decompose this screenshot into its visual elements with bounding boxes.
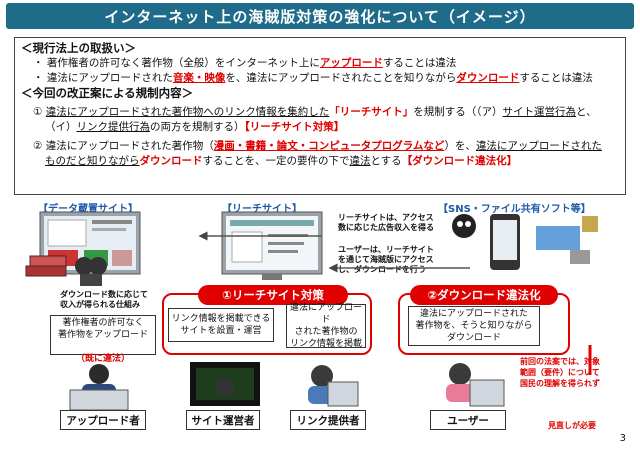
user-person-icon: [446, 363, 505, 407]
reform-item-1-line-2: （イ）リンク提供行為の両方を規制する）【リーチサイト対策】: [45, 121, 345, 133]
current-law-line-1: ・ 著作権者の許可なく著作物（全般）をインターネット上にアップロードすることは違…: [33, 57, 457, 69]
sns-file-sharing-label: 【SNS・ファイル共有ソフト等】: [438, 204, 591, 215]
sns-file-sharing-icons: [452, 214, 598, 270]
role-site-operator: サイト運営者: [186, 410, 260, 430]
law-summary-box: ＜現行法上の取扱い＞ ・ 著作権者の許可なく著作物（全般）をインターネット上にア…: [14, 37, 626, 195]
revision-needed-note: 見直しが必要: [548, 421, 596, 430]
site-operator-person-icon: [190, 362, 260, 406]
page-title: インターネット上の海賊版対策の強化について（イメージ）: [6, 3, 634, 29]
books-icon: [25, 255, 67, 277]
user-access-note: ユーザーは、リーチサイト を通じて海賊版にアクセス し、ダウンロードを行う: [338, 245, 434, 274]
current-law-line-2: ・ 違法にアップロードされた音楽・映像を、違法にアップロードされたことを知りなが…: [33, 72, 593, 84]
site-operator-description-box: リンク情報を掲載できる サイトを設置・運営: [168, 308, 274, 342]
role-link-provider: リンク提供者: [290, 410, 366, 430]
download-illegal-pill: ②ダウンロード違法化: [410, 285, 558, 305]
uploader-description-box: 著作権者の許可なく 著作物をアップロード （既に違法）: [50, 315, 156, 364]
current-law-heading: ＜現行法上の取扱い＞: [21, 41, 136, 55]
film-reel-icon: [75, 257, 107, 286]
reform-item-1-line-1: ① 違法にアップロードされた著作物へのリンク情報を集約した「リーチサイト」を規制…: [33, 106, 597, 118]
previous-bill-note: 前回の法案では、対象 範囲（要件）について 国民の理解を得られず: [520, 357, 600, 388]
role-uploader: アップロード者: [60, 410, 146, 430]
reach-site-measures-pill: ①リーチサイト対策: [198, 285, 348, 305]
reach-site-label: 【リーチサイト】: [222, 204, 302, 215]
link-provider-person-icon: [308, 365, 359, 407]
reach-site-revenue-note: リーチサイトは、アクセス 数に応じた広告収入を得る: [338, 213, 434, 232]
reform-heading: ＜今回の改正案による規制内容＞: [21, 86, 194, 100]
link-provider-description-box: 違法にアップロード された著作物の リンク情報を掲載: [286, 303, 366, 349]
reform-item-2-line-1: ② 違法にアップロードされた著作物（漫画・書籍・論文・コンピュータプログラムなど…: [33, 140, 602, 152]
reach-site-screen-icon: [221, 211, 323, 280]
role-user: ユーザー: [430, 410, 506, 430]
user-description-box: 違法にアップロードされた 著作物を、そうと知りながら ダウンロード: [408, 306, 540, 346]
data-storage-site-label: 【データ蔵置サイト】: [38, 204, 138, 215]
page-number: 3: [619, 433, 626, 444]
reform-item-2-line-2: ものだと知りながらダウンロードすることを、一定の要件の下で違法とする【ダウンロー…: [45, 155, 518, 167]
uploader-person-icon: [69, 364, 129, 411]
download-revenue-note: ダウンロード数に応じて 収入が得られる仕組み: [60, 290, 148, 309]
